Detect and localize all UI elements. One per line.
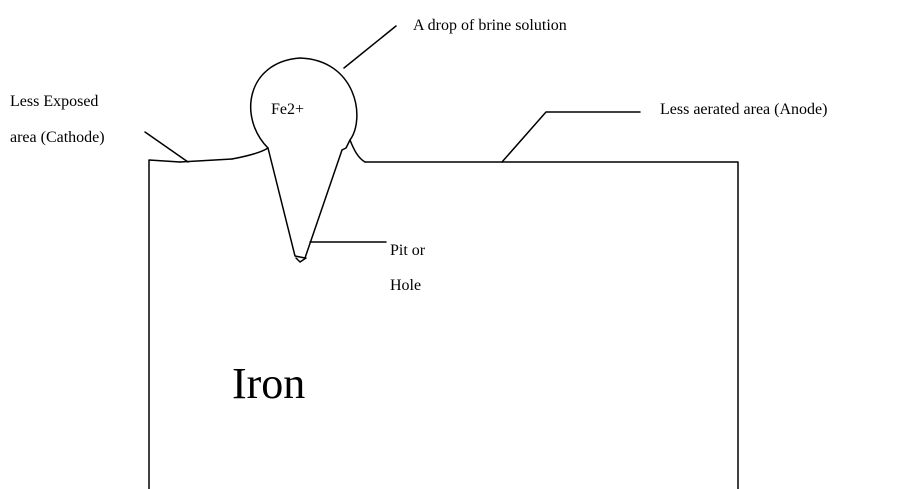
brine-drop-outline [231,57,366,163]
pit-label-line1: Pit or [390,242,426,259]
drop-leader-line [343,25,397,69]
pit-label-line2: Hole [390,277,422,294]
cathode-leader-line [144,131,189,163]
surface-left-step [179,158,233,163]
anode-leader-line [501,111,641,163]
pit-bottom [295,257,307,263]
cathode-label-line2: area (Cathode) [10,129,105,146]
iron-block-outline [148,159,181,489]
metal-label: Iron [232,359,306,408]
cathode-label-line1: Less Exposed [10,93,99,110]
ion-label: Fe2+ [271,101,305,118]
pit-funnel [267,147,343,259]
iron-block-top-right [364,161,739,489]
anode-label: Less aerated area (Anode) [660,101,828,118]
drop-right-notch [341,139,351,151]
drop-label: A drop of brine solution [413,17,567,34]
